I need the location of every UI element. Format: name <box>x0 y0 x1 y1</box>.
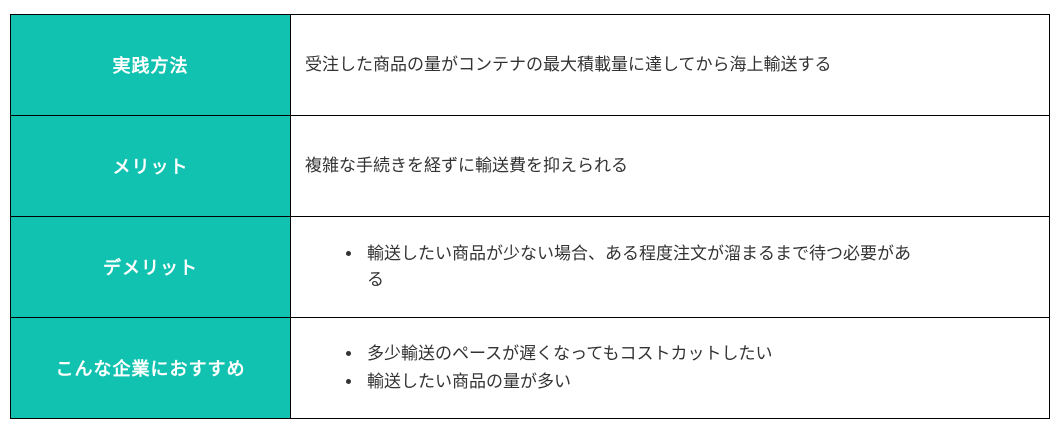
bullet-item: 多少輸送のペースが遅くなってもコストカットしたい <box>363 341 915 367</box>
table-row-practice-method: 実践方法 受注した商品の量がコンテナの最大積載量に達してから海上輸送する <box>10 14 1050 116</box>
row-content-practice-method: 受注した商品の量がコンテナの最大積載量に達してから海上輸送する <box>290 14 1050 116</box>
row-content-demerit: 輸送したい商品が少ない場合、ある程度注文が溜まるまで待つ必要がある <box>290 216 1050 318</box>
row-label-demerit: デメリット <box>10 216 291 318</box>
recommended-bullet-list: 多少輸送のペースが遅くなってもコストカットしたい 輸送したい商品の量が多い <box>305 341 915 396</box>
shipping-method-table: 実践方法 受注した商品の量がコンテナの最大積載量に達してから海上輸送する メリッ… <box>10 14 1050 419</box>
bullet-item: 輸送したい商品の量が多い <box>363 369 915 395</box>
bullet-item: 輸送したい商品が少ない場合、ある程度注文が溜まるまで待つ必要がある <box>363 241 915 294</box>
comparison-table-wrapper: 実践方法 受注した商品の量がコンテナの最大積載量に達してから海上輸送する メリッ… <box>0 0 1060 419</box>
demerit-bullet-list: 輸送したい商品が少ない場合、ある程度注文が溜まるまで待つ必要がある <box>305 241 915 294</box>
table-row-merit: メリット 複雑な手続きを経ずに輸送費を抑えられる <box>10 115 1050 217</box>
table-row-recommended: こんな企業におすすめ 多少輸送のペースが遅くなってもコストカットしたい 輸送した… <box>10 317 1050 419</box>
row-label-practice-method: 実践方法 <box>10 14 291 116</box>
row-label-merit: メリット <box>10 115 291 217</box>
practice-method-text: 受注した商品の量がコンテナの最大積載量に達してから海上輸送する <box>305 54 832 74</box>
table-row-demerit: デメリット 輸送したい商品が少ない場合、ある程度注文が溜まるまで待つ必要がある <box>10 216 1050 318</box>
row-label-recommended: こんな企業におすすめ <box>10 317 291 419</box>
row-content-recommended: 多少輸送のペースが遅くなってもコストカットしたい 輸送したい商品の量が多い <box>290 317 1050 419</box>
merit-text: 複雑な手続きを経ずに輸送費を抑えられる <box>305 155 628 175</box>
row-content-merit: 複雑な手続きを経ずに輸送費を抑えられる <box>290 115 1050 217</box>
